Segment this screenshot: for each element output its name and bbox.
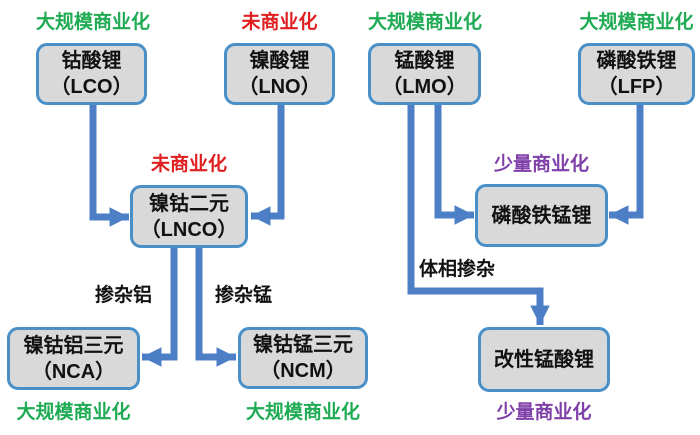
status-label-mlmo: 少量商业化 <box>496 402 592 423</box>
arrow-lfp-to-lfmp <box>609 105 644 225</box>
node-lno-name: 镍酸锂 <box>249 50 310 72</box>
node-nca: 镍钴铝三元 （NCA） <box>7 327 140 390</box>
edge-label-bulk-doping: 体相掺杂 <box>419 259 496 280</box>
node-lfmp-name: 磷酸铁锰锂 <box>491 204 592 227</box>
node-lno: 镍酸锂 （LNO） <box>224 43 335 105</box>
node-lnco-name: 镍钴二元 <box>149 192 229 215</box>
arrow-lmo-to-mlmo <box>407 105 550 325</box>
arrow-lco-to-lnco <box>89 105 129 227</box>
node-lfp: 磷酸铁锂 （LFP） <box>578 43 695 105</box>
node-mlmo: 改性锰酸锂 <box>478 327 610 392</box>
status-label-lfmp: 少量商业化 <box>493 154 589 175</box>
node-lmo: 锰酸锂 （LMO） <box>368 43 481 105</box>
status-label-lno: 未商业化 <box>241 12 318 33</box>
node-ncm-name: 镍钴锰三元 <box>253 334 353 356</box>
arrow-lno-to-lnco <box>251 105 285 226</box>
arrow-lnco-to-nca <box>142 248 178 367</box>
node-lfp-acronym: （LFP） <box>597 76 676 98</box>
edge-label-dope-aluminum: 掺杂铝 <box>95 285 153 306</box>
status-label-lfp: 大规模商业化 <box>579 12 694 33</box>
edge-label-dope-manganese: 掺杂锰 <box>215 285 273 306</box>
node-mlmo-name: 改性锰酸锂 <box>494 348 594 371</box>
node-lno-acronym: （LNO） <box>238 76 321 98</box>
status-label-lnco: 未商业化 <box>150 154 227 175</box>
arrow-lnco-to-ncm <box>195 248 236 367</box>
node-lfp-name: 磷酸铁锂 <box>596 50 677 72</box>
node-lfmp: 磷酸铁锰锂 <box>475 184 608 247</box>
node-lmo-name: 锰酸锂 <box>394 50 455 72</box>
node-lmo-acronym: （LMO） <box>382 76 467 98</box>
node-lco-acronym: （LCO） <box>50 76 133 98</box>
status-label-nca: 大规模商业化 <box>16 402 131 423</box>
node-lnco-acronym: （LNCO） <box>140 218 238 241</box>
node-lco: 钴酸锂 （LCO） <box>36 43 147 105</box>
node-ncm: 镍钴锰三元 （NCM） <box>238 327 368 389</box>
status-label-lmo: 大规模商业化 <box>368 12 483 33</box>
arrow-lmo-to-lfmp <box>434 105 474 225</box>
status-label-lco: 大规模商业化 <box>36 12 151 33</box>
status-label-ncm: 大规模商业化 <box>245 402 360 423</box>
node-lnco: 镍钴二元 （LNCO） <box>130 185 248 248</box>
node-nca-acronym: （NCA） <box>31 360 116 383</box>
node-lco-name: 钴酸锂 <box>61 50 122 72</box>
node-ncm-acronym: （NCM） <box>260 360 346 382</box>
node-nca-name: 镍钴铝三元 <box>23 334 124 357</box>
